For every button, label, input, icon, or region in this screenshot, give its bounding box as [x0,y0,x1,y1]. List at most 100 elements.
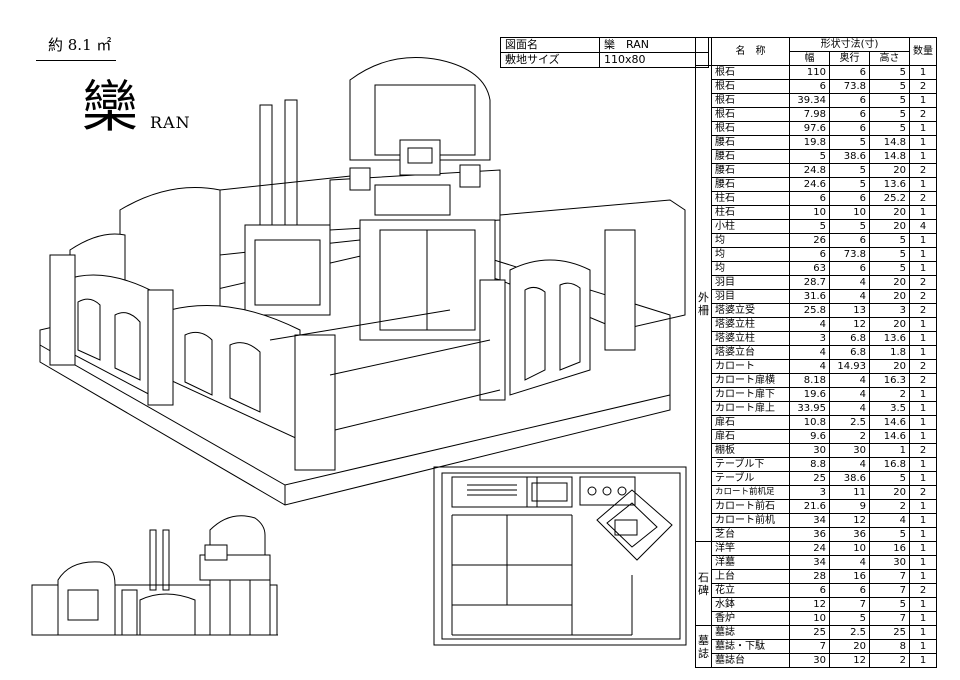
part-name: 均 [711,261,790,276]
part-qty: 1 [909,261,937,276]
part-name: 花立 [711,583,790,598]
part-width: 33.95 [789,401,830,416]
part-width: 3 [789,331,830,346]
part-name: 墓誌 [711,625,790,640]
part-width: 4 [789,345,830,360]
part-name: 腰石 [711,135,790,150]
part-height: 3 [869,303,910,318]
part-width: 24.8 [789,163,830,178]
part-name: 根石 [711,65,790,80]
model-name: RAN [150,113,191,132]
part-name: カロート [711,359,790,374]
part-depth: 2.5 [829,625,870,640]
part-width: 4 [789,359,830,374]
part-width: 24.6 [789,177,830,192]
part-qty: 1 [909,499,937,514]
part-name: 均 [711,233,790,248]
part-height: 16.3 [869,373,910,388]
part-width: 25 [789,471,830,486]
part-name: 塔婆立受 [711,303,790,318]
part-qty: 1 [909,135,937,150]
qty-column-header: 数量 [909,37,937,66]
part-height: 14.6 [869,429,910,444]
site-size-value: 110x80 [599,52,709,68]
part-name: 塔婆立柱 [711,317,790,332]
part-qty: 1 [909,471,937,486]
part-qty: 2 [909,303,937,318]
group-column-header [695,37,712,66]
part-width: 7 [789,639,830,654]
part-height: 20 [869,317,910,332]
part-width: 6 [789,583,830,598]
part-depth: 4 [829,275,870,290]
part-depth: 14.93 [829,359,870,374]
part-qty: 1 [909,205,937,220]
part-depth: 20 [829,639,870,654]
part-height: 5 [869,79,910,94]
part-name: テーブル [711,471,790,486]
part-depth: 6 [829,121,870,136]
part-name: 香炉 [711,611,790,626]
part-name: カロート前机足 [711,485,790,500]
part-height: 2 [869,387,910,402]
part-height: 1.8 [869,345,910,360]
part-depth: 6 [829,583,870,598]
part-name: 根石 [711,107,790,122]
part-name: 根石 [711,79,790,94]
part-qty: 1 [909,415,937,430]
part-depth: 4 [829,387,870,402]
part-depth: 7 [829,597,870,612]
name-column-header: 名 称 [711,37,790,66]
part-height: 3.5 [869,401,910,416]
part-depth: 36 [829,527,870,542]
dimensions-group-header: 形状寸法(寸) [789,37,910,52]
part-qty: 1 [909,653,937,668]
part-qty: 1 [909,625,937,640]
part-depth: 4 [829,457,870,472]
part-depth: 6.8 [829,331,870,346]
part-depth: 30 [829,443,870,458]
part-depth: 10 [829,541,870,556]
part-qty: 1 [909,177,937,192]
elevation-drawing [31,515,278,636]
part-depth: 5 [829,219,870,234]
part-qty: 2 [909,583,937,598]
part-name: 棚板 [711,443,790,458]
part-depth: 2.5 [829,415,870,430]
part-qty: 1 [909,149,937,164]
part-height: 25 [869,625,910,640]
part-height: 5 [869,527,910,542]
part-qty: 2 [909,275,937,290]
part-name: カロート扉横 [711,373,790,388]
part-depth: 5 [829,611,870,626]
part-height: 25.2 [869,191,910,206]
part-name: 腰石 [711,177,790,192]
part-name: カロート前石 [711,499,790,514]
group-label: 墓誌 [695,625,712,668]
part-width: 6 [789,79,830,94]
part-width: 63 [789,261,830,276]
part-qty: 2 [909,373,937,388]
area-label: 約 8.1 ㎡ [48,36,112,54]
part-width: 6 [789,191,830,206]
